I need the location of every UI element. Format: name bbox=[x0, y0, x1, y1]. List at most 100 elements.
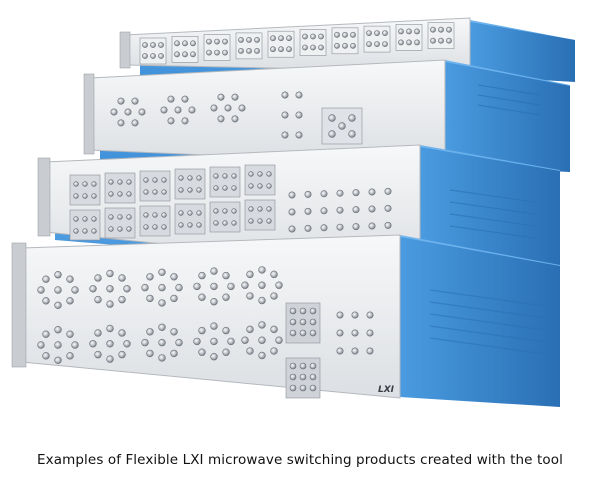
sma-connector bbox=[213, 173, 219, 179]
sma-connector bbox=[131, 97, 139, 105]
sma-connector bbox=[210, 298, 218, 306]
sma-connector bbox=[320, 190, 328, 198]
sma-connector bbox=[352, 206, 360, 214]
sma-connector bbox=[366, 329, 374, 337]
sma-connector bbox=[108, 214, 114, 220]
sma-connector bbox=[126, 179, 132, 185]
sma-connector bbox=[366, 41, 372, 47]
sma-connector bbox=[374, 41, 380, 47]
sma-connector bbox=[302, 44, 308, 51]
sma-connector bbox=[398, 28, 404, 35]
sma-connector bbox=[406, 28, 412, 35]
sma-connector bbox=[248, 206, 254, 212]
second-switch-unit: LXI bbox=[83, 59, 570, 172]
sma-connector bbox=[108, 226, 114, 232]
sma-connector bbox=[106, 324, 114, 333]
sma-connector bbox=[66, 275, 74, 283]
sma-connector bbox=[289, 362, 297, 370]
sma-connector bbox=[187, 222, 193, 228]
sma-connector bbox=[42, 275, 50, 283]
relay-block bbox=[331, 27, 359, 55]
sma-connector bbox=[382, 30, 388, 36]
sma-connector bbox=[281, 131, 289, 139]
relay-block bbox=[395, 24, 423, 51]
product-photo: LXI LXI LXI bbox=[11, 17, 575, 407]
sma-connector bbox=[193, 282, 201, 291]
sma-connector bbox=[248, 183, 254, 189]
sma-connector bbox=[214, 38, 220, 45]
sma-connector bbox=[334, 31, 340, 38]
sma-connector bbox=[351, 347, 359, 355]
sma-connector bbox=[222, 293, 230, 301]
sma-connector bbox=[182, 40, 188, 47]
sma-connector bbox=[304, 224, 312, 232]
sma-connector bbox=[198, 348, 206, 356]
sma-connector bbox=[288, 225, 296, 233]
sma-connector bbox=[238, 104, 246, 112]
sma-connector bbox=[146, 328, 154, 336]
sma-connector bbox=[73, 216, 79, 222]
sma-connector bbox=[161, 189, 167, 195]
sma-connector bbox=[309, 384, 317, 392]
sma-connector bbox=[258, 296, 266, 305]
sma-connector bbox=[266, 183, 272, 189]
sma-connector bbox=[350, 31, 356, 38]
sma-connector bbox=[366, 347, 374, 355]
sma-connector bbox=[214, 49, 220, 56]
sma-connector bbox=[336, 347, 344, 355]
sma-connector bbox=[382, 41, 388, 47]
multiplexer-blocks bbox=[285, 302, 374, 399]
sma-connector bbox=[158, 53, 164, 59]
sma-connector bbox=[143, 224, 149, 230]
sma-connector bbox=[231, 185, 237, 191]
sma-connector bbox=[210, 337, 218, 346]
sma-connector bbox=[82, 216, 88, 222]
sma-connector bbox=[374, 30, 380, 36]
sma-connector bbox=[150, 42, 156, 48]
sma-connector bbox=[174, 106, 182, 114]
sma-connector bbox=[175, 338, 183, 347]
sma-connector bbox=[117, 226, 123, 232]
sma-connector bbox=[94, 329, 102, 337]
sma-connector bbox=[222, 185, 228, 191]
sma-connector bbox=[257, 183, 263, 189]
sma-connector bbox=[37, 286, 45, 294]
sma-connector bbox=[142, 42, 148, 48]
sma-connector bbox=[246, 270, 254, 279]
sma-connector bbox=[210, 322, 218, 330]
sma-connector bbox=[295, 131, 303, 139]
sma-connector bbox=[336, 223, 344, 231]
sma-connector bbox=[438, 37, 444, 44]
sma-connector bbox=[174, 51, 180, 58]
sma-connector bbox=[254, 48, 260, 54]
sma-connector bbox=[213, 220, 219, 226]
sma-connector bbox=[270, 46, 276, 53]
sma-connector bbox=[198, 326, 206, 335]
sma-connector bbox=[54, 341, 62, 349]
sma-connector bbox=[42, 330, 50, 338]
sma-connector bbox=[190, 40, 196, 47]
sma-connector bbox=[309, 362, 317, 370]
sma-connector bbox=[222, 326, 230, 335]
sma-connector bbox=[222, 173, 228, 179]
sma-connector bbox=[258, 336, 266, 344]
sma-connector bbox=[193, 337, 201, 346]
sma-connector bbox=[328, 130, 336, 138]
sma-connector bbox=[94, 350, 102, 359]
sma-connector bbox=[299, 329, 307, 337]
top-switch-unit bbox=[119, 17, 575, 82]
sma-connector bbox=[117, 119, 125, 127]
sma-connector bbox=[91, 228, 97, 234]
sma-connector bbox=[318, 33, 324, 40]
sma-connector bbox=[438, 26, 444, 33]
sma-connector bbox=[167, 117, 175, 125]
sma-connector bbox=[270, 292, 278, 300]
sma-connector bbox=[117, 97, 125, 105]
sma-connector bbox=[366, 30, 372, 36]
sma-connector bbox=[299, 318, 307, 326]
sma-connector bbox=[141, 338, 149, 347]
sma-connector bbox=[42, 297, 50, 305]
sma-connector bbox=[310, 44, 316, 51]
sma-connector bbox=[152, 212, 158, 218]
sma-connector bbox=[270, 270, 278, 279]
